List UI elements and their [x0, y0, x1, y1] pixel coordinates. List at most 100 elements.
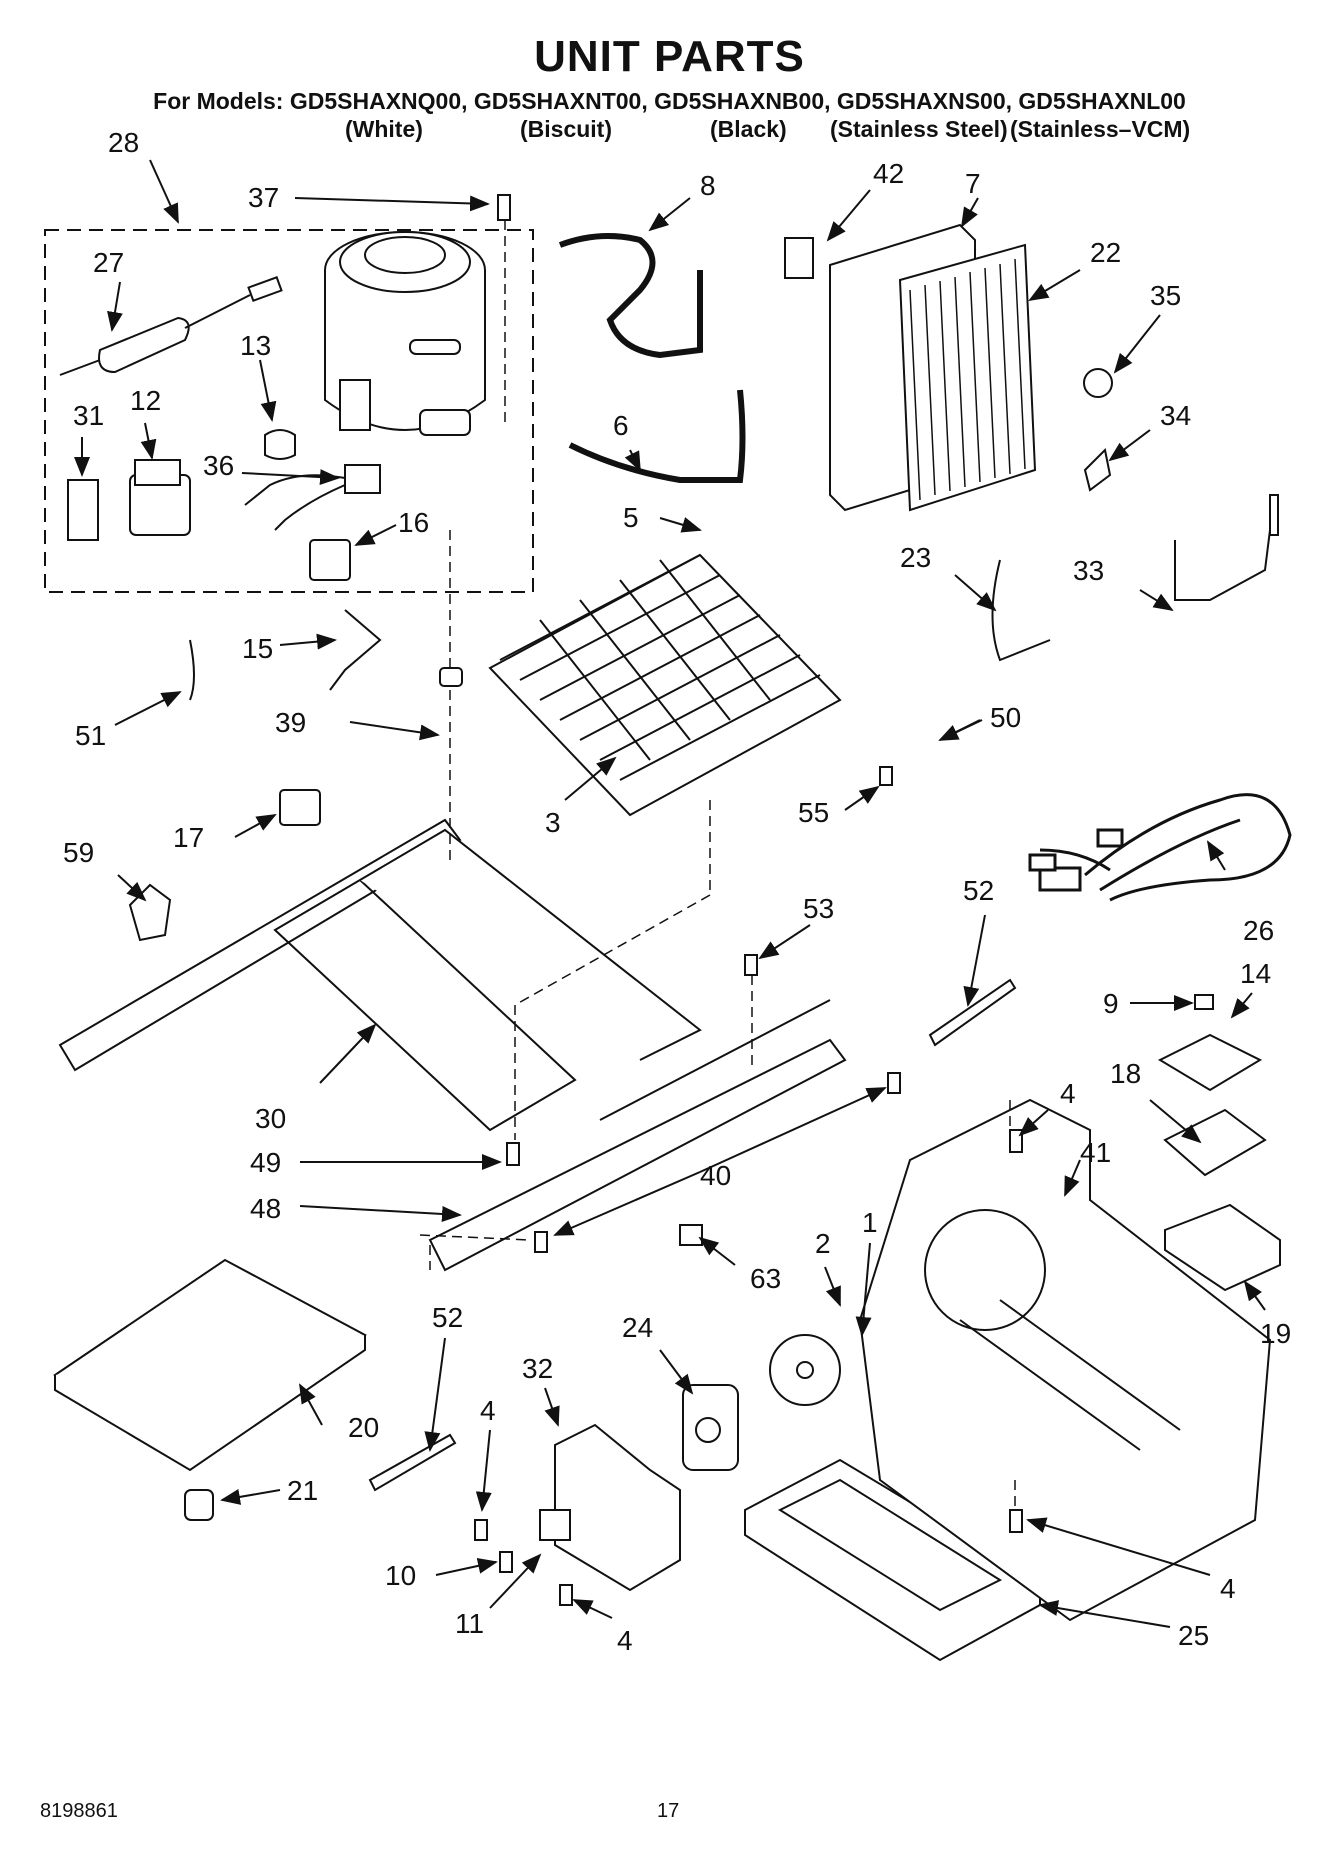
callout-49: 49	[250, 1147, 281, 1178]
motor-bracket	[554, 1423, 681, 1592]
callout-26: 26	[1243, 915, 1274, 946]
part-number: 8198861	[40, 1800, 118, 1822]
part-63	[679, 1224, 703, 1246]
page-number: 17	[657, 1800, 680, 1822]
base-rails	[58, 818, 847, 1272]
callout-52: 52	[963, 875, 994, 906]
callout-42: 42	[873, 158, 904, 189]
color-white: (White)	[345, 116, 423, 142]
clip-59	[128, 883, 172, 942]
callout-4d: 4	[1220, 1573, 1236, 1604]
callout-4a: 4	[1060, 1078, 1076, 1109]
callout-3: 3	[545, 807, 561, 838]
assembly-lines	[419, 220, 1016, 1510]
tube-51	[189, 639, 195, 701]
connector-17	[279, 789, 321, 826]
callout-4c: 4	[617, 1625, 633, 1656]
screw-4b	[1009, 1509, 1023, 1533]
screw-4c	[474, 1519, 488, 1541]
callout-51: 51	[75, 720, 106, 751]
models-line: For Models: GD5SHAXNQ00, GD5SHAXNT00, GD…	[153, 88, 1186, 114]
leveler-21	[184, 1489, 214, 1521]
callout-31: 31	[73, 400, 104, 431]
evaporator	[488, 553, 842, 817]
color-stainless-steel: (Stainless Steel)	[830, 116, 1008, 142]
callout-22: 22	[1090, 237, 1121, 268]
callout-1: 1	[862, 1207, 878, 1238]
wiring-harness	[1028, 793, 1292, 902]
page-title: UNIT PARTS	[534, 32, 805, 81]
screw-37	[497, 194, 511, 221]
tie-strap-52b	[368, 1433, 457, 1492]
callout-30: 30	[255, 1103, 286, 1134]
callout-28: 28	[108, 127, 139, 158]
callout-20: 20	[348, 1412, 379, 1443]
compressor-group-box	[44, 229, 534, 593]
discharge-tube	[558, 233, 703, 359]
callout-53: 53	[803, 893, 834, 924]
receptacle	[309, 539, 351, 581]
callout-23: 23	[900, 542, 931, 573]
screw-40b	[534, 1231, 548, 1253]
fan-bracket	[858, 1098, 1272, 1622]
callout-48: 48	[250, 1193, 281, 1224]
tie-strap-52a	[928, 978, 1017, 1047]
callout-41: 41	[1080, 1137, 1111, 1168]
cover-clip	[264, 429, 296, 460]
callout-12: 12	[130, 385, 161, 416]
callout-19: 19	[1260, 1318, 1291, 1349]
callout-32: 32	[522, 1353, 553, 1384]
callout-7: 7	[965, 168, 981, 199]
callout-37: 37	[248, 182, 279, 213]
clip-42	[784, 237, 814, 279]
control-cover-14	[1157, 1033, 1263, 1092]
control-housing-19	[1164, 1203, 1281, 1292]
screw-4a	[1009, 1129, 1023, 1153]
callout-33: 33	[1073, 555, 1104, 586]
grommet-39	[439, 667, 463, 687]
callout-5: 5	[623, 502, 639, 533]
callout-9: 9	[1103, 988, 1119, 1019]
screw-55	[879, 766, 893, 786]
callout-13: 13	[240, 330, 271, 361]
callout-4b: 4	[480, 1395, 496, 1426]
screw-53	[744, 954, 758, 976]
compressor	[324, 231, 486, 436]
condenser-coil	[898, 243, 1037, 512]
callout-39: 39	[275, 707, 306, 738]
color-black: (Black)	[710, 116, 787, 142]
callout-55: 55	[798, 797, 829, 828]
screw-4d	[559, 1584, 573, 1606]
screw-49	[506, 1142, 520, 1166]
callout-6: 6	[613, 410, 629, 441]
callout-35: 35	[1150, 280, 1181, 311]
callout-52b: 52	[432, 1302, 463, 1333]
callout-59: 59	[63, 837, 94, 868]
callout-8: 8	[700, 170, 716, 201]
callout-25: 25	[1178, 1620, 1209, 1651]
color-biscuit: (Biscuit)	[520, 116, 612, 142]
callout-36: 36	[203, 450, 234, 481]
relay-top	[134, 459, 181, 486]
heater-terminal	[1269, 494, 1279, 536]
screw-10	[499, 1551, 513, 1573]
callout-16: 16	[398, 507, 429, 538]
control-board-18	[1163, 1108, 1267, 1177]
callout-50: 50	[990, 702, 1021, 733]
callout-27: 27	[93, 247, 124, 278]
drier	[59, 276, 283, 376]
part-9	[1194, 994, 1214, 1010]
heater-33	[1174, 529, 1271, 601]
harness-connector	[344, 464, 381, 494]
callout-21: 21	[287, 1475, 318, 1506]
overload	[67, 479, 99, 541]
callout-17: 17	[173, 822, 204, 853]
callout-labels: 28 37 8 42 7 22 35 27 13 31 12 36 16 6 5…	[63, 127, 1291, 1656]
callout-11: 11	[455, 1608, 484, 1639]
callout-2: 2	[815, 1228, 831, 1259]
callout-24: 24	[622, 1312, 653, 1343]
screw-40a	[887, 1072, 901, 1094]
callout-14: 14	[1240, 958, 1271, 989]
leader-arrows	[74, 159, 1266, 1628]
